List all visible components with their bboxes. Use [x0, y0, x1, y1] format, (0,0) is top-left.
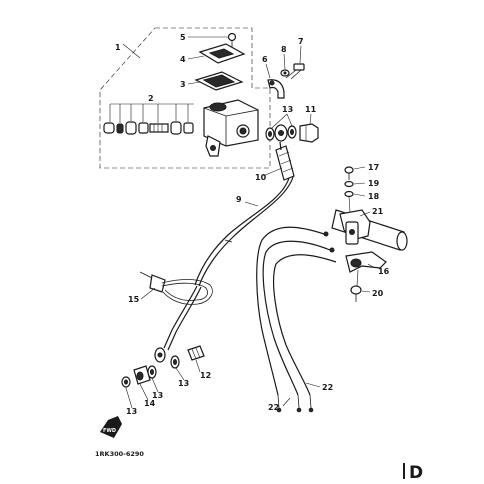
forward-arrow-label: FWD [103, 428, 116, 434]
part-8-washer [280, 69, 290, 77]
part-16-lever [345, 251, 387, 273]
part-15-hose-guide [139, 271, 213, 305]
callout-5: 5 [180, 33, 186, 42]
callout-11: 11 [305, 105, 317, 114]
page-marker: D [403, 463, 423, 483]
part-5-screw [227, 32, 237, 47]
callout-8: 8 [281, 45, 287, 54]
callout-13-lower-b: 13 [152, 391, 163, 400]
callout-17: 17 [368, 163, 379, 172]
part-20-screw [350, 269, 362, 302]
callout-2: 2 [148, 94, 154, 103]
part-13-washer-lower-a [170, 355, 180, 369]
callout-labels: 1 2 3 4 5 6 7 8 9 10 11 12 13 13 13 13 1… [115, 33, 390, 416]
callout-21: 21 [372, 207, 384, 216]
part-17-screw [344, 166, 354, 180]
part-18-washer [344, 190, 354, 213]
part-4-reservoir-cap [198, 43, 246, 64]
part-2-piston-kit [103, 121, 194, 135]
part-hose-fitting-lower [154, 347, 166, 363]
part-10-hose-protector [275, 145, 295, 181]
callout-12: 12 [200, 371, 211, 380]
drawing-code: 1RK300-6290 [95, 450, 144, 458]
callout-14: 14 [144, 399, 156, 408]
part-9-brake-hose [163, 141, 294, 351]
forward-arrow: FWD [100, 416, 122, 438]
part-21-bracket [339, 209, 371, 245]
callout-13-upper: 13 [282, 105, 293, 114]
callout-10: 10 [255, 173, 267, 182]
callout-16: 16 [378, 267, 390, 276]
callout-13-lower-a: 13 [178, 379, 189, 388]
part-hose-fitting-upper [274, 124, 288, 142]
callout-3: 3 [180, 80, 186, 89]
callout-15: 15 [128, 295, 140, 304]
part-22-cables [256, 226, 337, 413]
part-7-bolt [285, 63, 305, 80]
callout-6: 6 [262, 55, 268, 64]
callout-4: 4 [180, 55, 186, 64]
callout-22-b: 22 [268, 403, 279, 412]
part-13-washer-lower-c [121, 376, 131, 388]
part-11-union-bolt [299, 123, 319, 143]
callout-19: 19 [368, 179, 380, 188]
callout-9: 9 [236, 195, 242, 204]
page-marker-letter: D [409, 463, 423, 483]
callout-20: 20 [372, 289, 384, 298]
part-13-washer-upper [265, 125, 297, 141]
leader-lines [109, 36, 376, 409]
part-12-union-bolt [187, 345, 205, 361]
assembly-boundary-1 [99, 27, 271, 169]
part-14-bushing [133, 365, 151, 385]
part-6-clamp [267, 79, 285, 99]
part-3-diaphragm [194, 71, 244, 91]
callout-22-a: 22 [322, 383, 333, 392]
callout-7: 7 [298, 37, 304, 46]
part-19-washer [344, 180, 354, 188]
callout-18: 18 [368, 192, 380, 201]
callout-13-lower-c: 13 [126, 407, 137, 416]
callout-1: 1 [115, 43, 121, 52]
master-cylinder-body [203, 99, 259, 157]
